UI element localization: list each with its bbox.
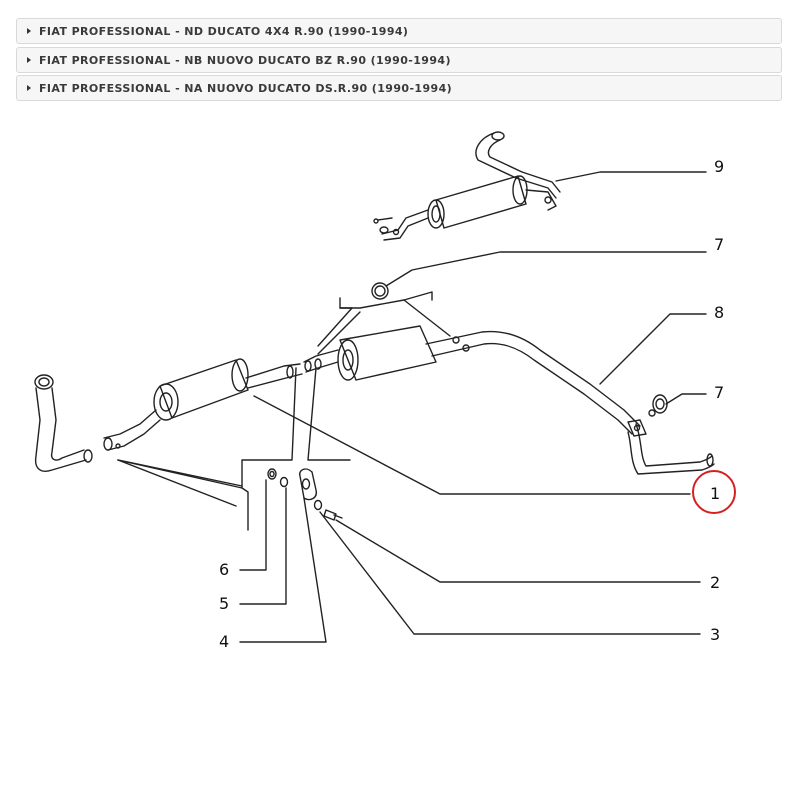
accordion-item-na-nuovo-ducato-ds[interactable]: FIAT PROFESSIONAL - NA NUOVO DUCATO DS.R… xyxy=(16,75,782,101)
accordion-item-nb-nuovo-ducato-bz[interactable]: FIAT PROFESSIONAL - NB NUOVO DUCATO BZ R… xyxy=(16,47,782,73)
highlight-circle-callout-1[interactable] xyxy=(692,470,736,514)
downpipe-left xyxy=(34,374,93,472)
part-9-upper-exhaust-assembly xyxy=(373,131,707,241)
callout-8: 8 xyxy=(714,303,724,322)
part-7-gasket-upper xyxy=(371,251,707,300)
part-7-gasket-lower xyxy=(648,393,707,417)
exhaust-parts-diagram: 9 7 8 7 1 2 3 6 5 4 xyxy=(34,131,736,650)
part-8-center-pipe xyxy=(303,313,715,475)
callout-1: 1 xyxy=(710,484,720,503)
caret-right-icon xyxy=(27,57,31,63)
callout-7-lower: 7 xyxy=(714,383,724,402)
caret-right-icon xyxy=(27,85,31,91)
callout-7-upper: 7 xyxy=(714,235,724,254)
callout-6: 6 xyxy=(219,560,229,579)
part-1-front-exhaust-muffler xyxy=(103,358,691,495)
section-bracket-lines xyxy=(241,291,451,531)
callout-5: 5 xyxy=(219,594,229,613)
hanger-leader-lines xyxy=(117,459,243,507)
hardware-parts xyxy=(267,468,343,521)
callout-4: 4 xyxy=(219,632,229,650)
callout-3: 3 xyxy=(710,625,720,644)
accordion-item-nd-ducato-4x4[interactable]: FIAT PROFESSIONAL - ND DUCATO 4X4 R.90 (… xyxy=(16,18,782,44)
callout-2: 2 xyxy=(710,573,720,592)
callout-9: 9 xyxy=(714,157,724,176)
accordion-label: FIAT PROFESSIONAL - ND DUCATO 4X4 R.90 (… xyxy=(39,24,409,38)
hardware-leader-lines xyxy=(239,479,701,643)
accordion-label: FIAT PROFESSIONAL - NB NUOVO DUCATO BZ R… xyxy=(39,53,451,67)
caret-right-icon xyxy=(27,28,31,34)
accordion-label: FIAT PROFESSIONAL - NA NUOVO DUCATO DS.R… xyxy=(39,81,453,95)
